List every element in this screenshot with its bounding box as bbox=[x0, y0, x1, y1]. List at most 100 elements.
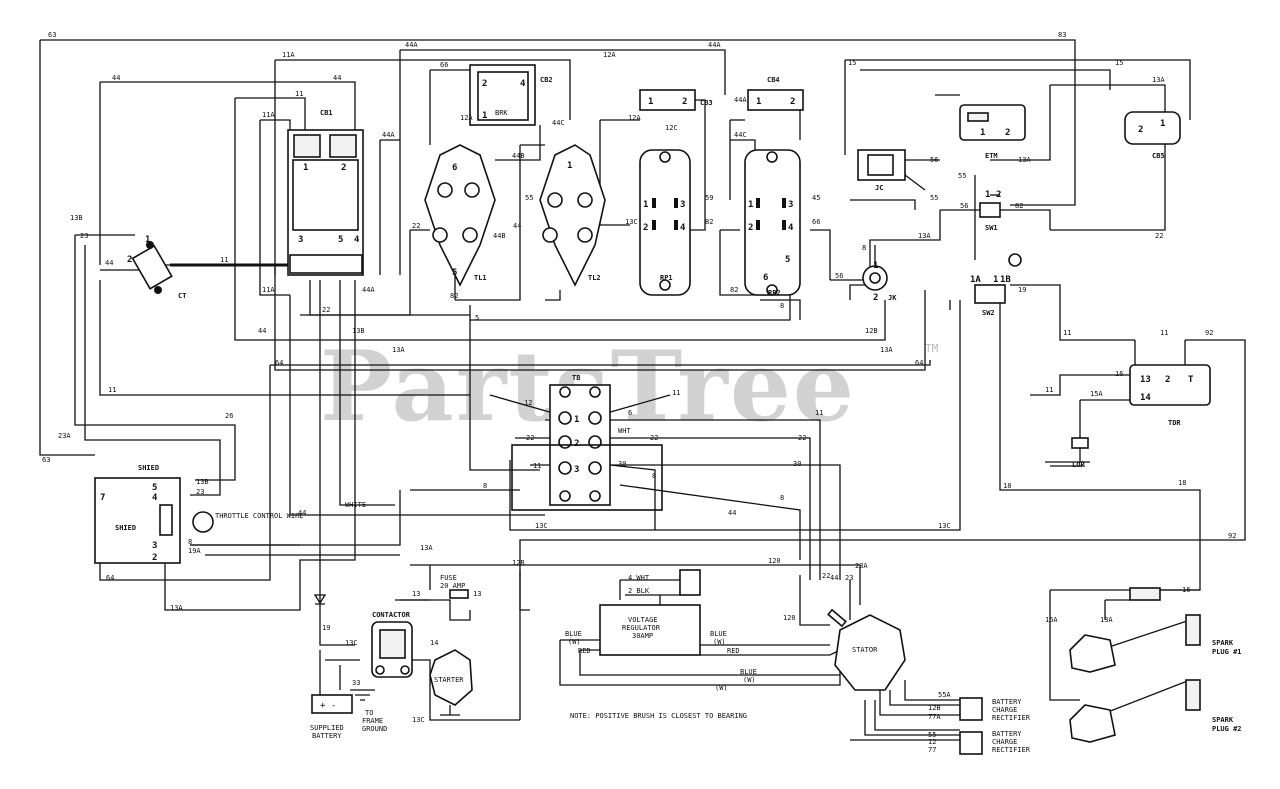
svg-text:15: 15 bbox=[1115, 59, 1123, 67]
svg-text:19: 19 bbox=[1018, 286, 1026, 294]
svg-text:1: 1 bbox=[643, 200, 648, 210]
svg-text:12A: 12A bbox=[628, 114, 641, 122]
rp1-receptacle: 1 2 3 4 RP1 bbox=[639, 149, 691, 296]
cb1-label: CB1 bbox=[320, 109, 333, 117]
svg-text:RECTIFIER: RECTIFIER bbox=[992, 746, 1031, 754]
svg-text:56: 56 bbox=[835, 272, 843, 280]
svg-text:30AMP: 30AMP bbox=[632, 632, 653, 640]
etm-module: 1 2 ETM bbox=[959, 104, 1026, 160]
stator-label: STATOR bbox=[852, 646, 878, 654]
svg-text:64: 64 bbox=[106, 574, 114, 582]
svg-text:120: 120 bbox=[768, 557, 781, 565]
svg-text:44A: 44A bbox=[708, 41, 721, 49]
svg-text:44A: 44A bbox=[405, 41, 418, 49]
jc-connector: JC bbox=[857, 149, 906, 192]
contactor-label: CONTACTOR bbox=[372, 611, 411, 619]
svg-text:BATTERY: BATTERY bbox=[992, 730, 1022, 738]
cb4-label: CB4 bbox=[767, 76, 780, 84]
svg-text:13C: 13C bbox=[412, 716, 425, 724]
sw1-label: SW1 bbox=[985, 224, 998, 232]
svg-text:11A: 11A bbox=[282, 51, 295, 59]
svg-text:23A: 23A bbox=[58, 432, 71, 440]
svg-text:44: 44 bbox=[112, 74, 120, 82]
svg-text:TO: TO bbox=[365, 709, 373, 717]
svg-text:44A: 44A bbox=[382, 131, 395, 139]
rp2-label: RP2 bbox=[768, 289, 781, 297]
svg-text:92: 92 bbox=[1228, 532, 1236, 540]
spark-plug-1: SPARK PLUG #1 bbox=[1185, 614, 1242, 656]
svg-text:55A: 55A bbox=[938, 691, 951, 699]
svg-text:13A: 13A bbox=[918, 232, 931, 240]
svg-text:2: 2 bbox=[682, 97, 687, 107]
svg-text:23: 23 bbox=[845, 574, 853, 582]
svg-text:VOLTAGE: VOLTAGE bbox=[628, 616, 658, 624]
svg-text:44: 44 bbox=[298, 509, 306, 517]
svg-text:44: 44 bbox=[513, 222, 521, 230]
svg-text:5: 5 bbox=[338, 235, 343, 245]
svg-text:23A: 23A bbox=[855, 562, 868, 570]
svg-text:22: 22 bbox=[650, 434, 658, 442]
svg-text:44B: 44B bbox=[493, 232, 506, 240]
svg-text:13A: 13A bbox=[170, 604, 183, 612]
ct-connector: 1 2 CT bbox=[127, 235, 186, 300]
svg-text:+ -: + - bbox=[320, 701, 336, 711]
svg-text:26: 26 bbox=[225, 412, 233, 420]
svg-text:5: 5 bbox=[475, 314, 479, 322]
svg-text:4: 4 bbox=[354, 235, 360, 245]
svg-text:4: 4 bbox=[788, 223, 794, 233]
starter-motor: STARTER bbox=[429, 649, 473, 716]
svg-text:2: 2 bbox=[1005, 128, 1010, 138]
svg-text:44: 44 bbox=[728, 509, 736, 517]
svg-text:7: 7 bbox=[100, 493, 105, 503]
svg-text:30: 30 bbox=[793, 460, 801, 468]
cb3-breaker: 1 2 CB3 bbox=[639, 89, 713, 111]
tb-terminal-block: TB 1 2 3 bbox=[511, 374, 663, 511]
svg-text:66: 66 bbox=[812, 218, 820, 226]
svg-text:WHITE: WHITE bbox=[345, 501, 366, 509]
svg-text:5: 5 bbox=[785, 255, 790, 265]
frame-ground: TO FRAME GROUND bbox=[350, 689, 387, 733]
svg-text:GROUND: GROUND bbox=[362, 725, 387, 733]
svg-text:1: 1 bbox=[482, 111, 487, 121]
cb2-breaker: 2 4 1 BRK CB2 bbox=[469, 64, 553, 126]
svg-text:13B: 13B bbox=[352, 327, 365, 335]
svg-text:66: 66 bbox=[440, 61, 448, 69]
svg-text:44: 44 bbox=[105, 259, 113, 267]
svg-text:13: 13 bbox=[473, 590, 481, 598]
svg-text:12A: 12A bbox=[460, 114, 473, 122]
svg-text:2: 2 bbox=[643, 223, 648, 233]
svg-text:11: 11 bbox=[533, 462, 541, 470]
svg-text:19A: 19A bbox=[188, 547, 201, 555]
svg-text:4 WHT: 4 WHT bbox=[628, 574, 650, 582]
svg-text:11: 11 bbox=[1160, 329, 1168, 337]
svg-text:1: 1 bbox=[993, 275, 998, 285]
svg-text:44B: 44B bbox=[512, 152, 525, 160]
svg-text:PLUG #2: PLUG #2 bbox=[1212, 725, 1242, 733]
svg-text:55: 55 bbox=[525, 194, 533, 202]
svg-text:(W): (W) bbox=[743, 676, 756, 684]
svg-text:6: 6 bbox=[628, 409, 632, 417]
svg-text:82: 82 bbox=[450, 292, 458, 300]
svg-text:59: 59 bbox=[705, 194, 713, 202]
svg-text:2: 2 bbox=[748, 223, 753, 233]
svg-text:45: 45 bbox=[812, 194, 820, 202]
svg-text:82: 82 bbox=[730, 286, 738, 294]
svg-text:56: 56 bbox=[960, 202, 968, 210]
svg-text:11A: 11A bbox=[262, 286, 275, 294]
svg-text:1A: 1A bbox=[970, 275, 981, 285]
tdr-label: TDR bbox=[1168, 419, 1181, 427]
svg-text:14: 14 bbox=[430, 639, 438, 647]
svg-text:64: 64 bbox=[275, 359, 283, 367]
svg-text:18: 18 bbox=[1003, 482, 1011, 490]
svg-text:15: 15 bbox=[848, 59, 856, 67]
shied-label-top: SHIED bbox=[138, 464, 159, 472]
svg-text:PLUG #1: PLUG #1 bbox=[1212, 648, 1242, 656]
svg-text:19: 19 bbox=[322, 624, 330, 632]
svg-text:CHARGE: CHARGE bbox=[992, 706, 1017, 714]
svg-text:13: 13 bbox=[1140, 375, 1151, 385]
svg-text:1: 1 bbox=[980, 128, 985, 138]
svg-text:CHARGE: CHARGE bbox=[992, 738, 1017, 746]
lop-switch: LOP bbox=[1045, 437, 1090, 469]
svg-text:8: 8 bbox=[780, 494, 784, 502]
tl1-label: TL1 bbox=[474, 274, 487, 282]
